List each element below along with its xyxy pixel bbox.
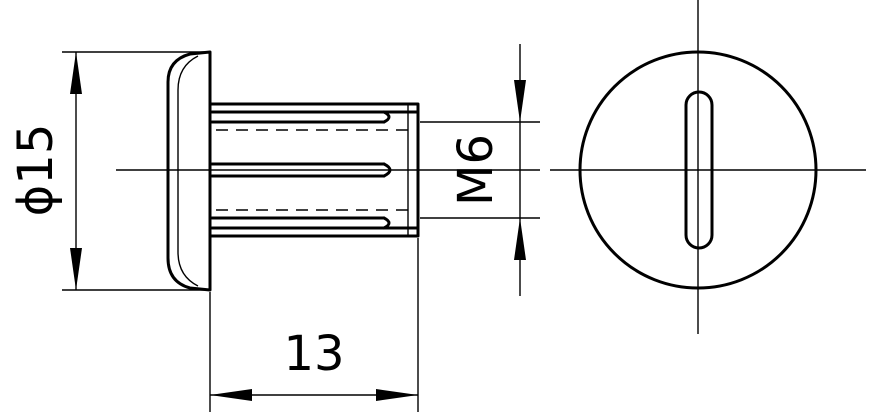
arrowhead	[376, 389, 418, 401]
arrowhead	[70, 248, 82, 290]
end-view	[550, 0, 866, 334]
thread-dimension: M6	[420, 44, 540, 296]
side-view	[116, 50, 540, 292]
cap-chamfer	[177, 55, 199, 287]
arrowhead	[514, 80, 526, 122]
length-dimension: 13	[209, 238, 419, 412]
diameter-label: ϕ15	[8, 124, 64, 217]
length-label: 13	[283, 326, 344, 382]
thread-label: M6	[448, 134, 504, 206]
slot-end	[382, 110, 391, 124]
diameter-dimension: ϕ15	[8, 51, 210, 291]
arrowhead	[210, 389, 252, 401]
cap-outline	[166, 50, 212, 292]
slot-end	[382, 216, 391, 230]
arrowhead	[514, 218, 526, 260]
arrowhead	[70, 52, 82, 94]
